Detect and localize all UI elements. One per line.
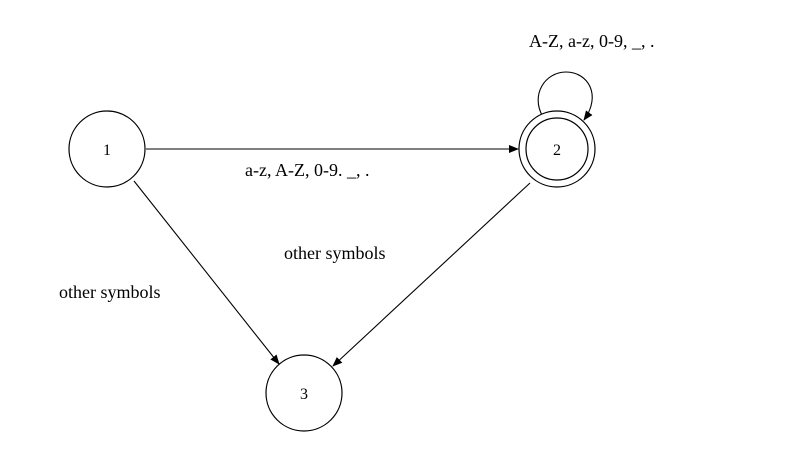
state-1-label: 1	[103, 142, 111, 159]
transition-2-to-3-arrow	[332, 182, 531, 367]
state-3-label: 3	[300, 386, 308, 403]
transition-2-self-loop-label: A-Z, a-z, 0-9, _, .	[529, 31, 654, 51]
state-2-inner-circle	[525, 117, 589, 181]
transition-1-to-3-arrow	[133, 180, 280, 365]
transition-1-to-2-label: a-z, A-Z, 0-9. _, .	[245, 160, 369, 180]
state-3-circle	[265, 354, 343, 432]
transition-2-to-3-label: other symbols	[284, 243, 386, 263]
transition-2-self-loop-arrow	[537, 71, 593, 121]
state-2-label: 2	[553, 142, 561, 159]
state-1-circle	[68, 110, 146, 188]
transition-1-to-3-label: other symbols	[59, 282, 161, 302]
